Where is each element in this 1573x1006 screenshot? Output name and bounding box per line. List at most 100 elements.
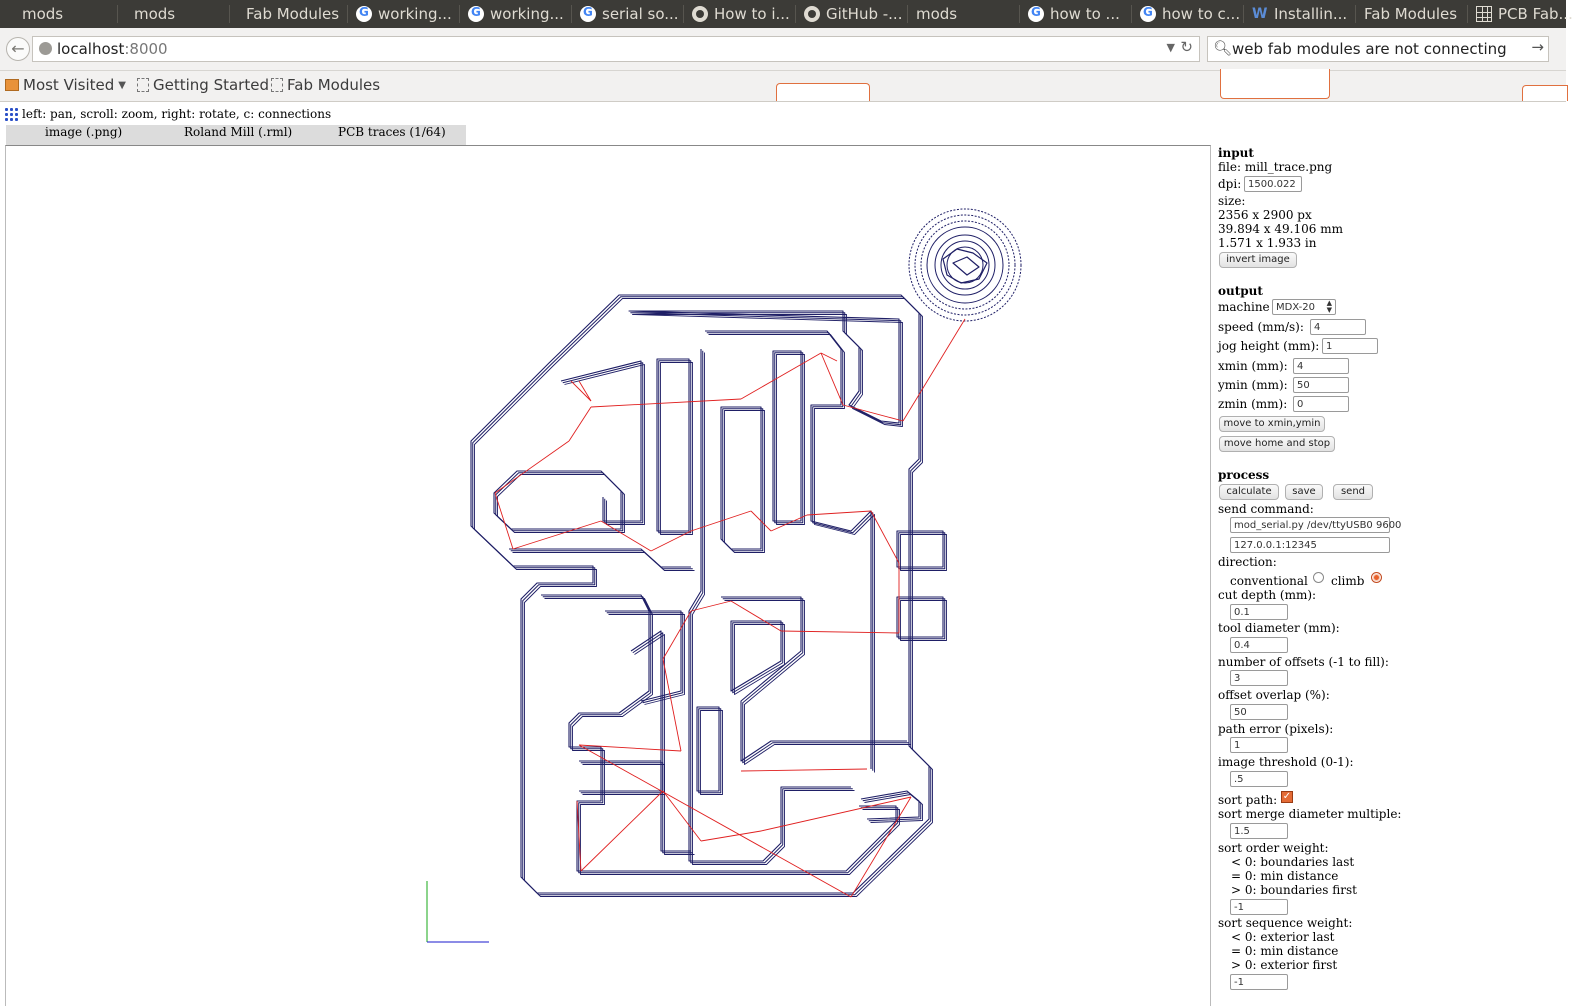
trace-path bbox=[562, 362, 644, 524]
trace-path bbox=[896, 530, 944, 568]
navigation-bar: ← localhost:8000 ▼ ↻ 🔍︎ web fab modules … bbox=[0, 28, 1566, 71]
url-text: localhost:8000 bbox=[57, 40, 168, 58]
google-icon bbox=[356, 5, 372, 22]
menu-pcb-traces[interactable]: PCB traces (1/64) bbox=[338, 125, 446, 139]
back-button[interactable]: ← bbox=[6, 37, 30, 61]
conventional-radio[interactable] bbox=[1313, 572, 1324, 583]
trace-path bbox=[724, 600, 911, 765]
trace-path bbox=[688, 349, 851, 862]
conventional-label: conventional bbox=[1230, 574, 1308, 588]
folder-icon bbox=[5, 79, 19, 91]
toolpath-view[interactable] bbox=[6, 146, 1210, 1006]
search-go-icon[interactable]: → bbox=[1531, 38, 1544, 56]
search-bar[interactable]: 🔍︎ web fab modules are not connecting → bbox=[1207, 36, 1549, 62]
server-input[interactable]: 127.0.0.1:12345 bbox=[1230, 537, 1390, 553]
trace-path bbox=[582, 764, 665, 795]
jog-height-input[interactable]: 1 bbox=[1322, 338, 1378, 354]
trace-path bbox=[732, 622, 784, 694]
rapid-move-line bbox=[740, 352, 822, 400]
bookmark-most-visited[interactable]: Most Visited ▼ bbox=[5, 76, 126, 94]
tool-diameter-input[interactable]: 0.4 bbox=[1230, 637, 1288, 653]
dpi-input[interactable]: 1500.022 bbox=[1244, 176, 1302, 192]
tab-12[interactable]: Fab Modules bbox=[1356, 0, 1468, 28]
tab-0[interactable]: mods bbox=[0, 0, 118, 28]
logo-glyph bbox=[942, 248, 988, 284]
zmin-input[interactable]: 0 bbox=[1293, 396, 1349, 412]
path-error-input[interactable]: 1 bbox=[1230, 737, 1288, 753]
tab-8[interactable]: mods bbox=[908, 0, 1020, 28]
tab-1[interactable]: mods bbox=[118, 0, 230, 28]
url-bar[interactable]: localhost:8000 ▼ ↻ bbox=[32, 36, 1200, 62]
output-heading: output bbox=[1218, 284, 1263, 298]
threshold-input[interactable]: .5 bbox=[1230, 771, 1288, 787]
ymin-input[interactable]: 50 bbox=[1293, 377, 1349, 393]
sequence-weight-input[interactable]: -1 bbox=[1230, 974, 1288, 990]
calculate-button[interactable]: calculate bbox=[1219, 484, 1279, 500]
trace-path bbox=[721, 596, 907, 762]
page-icon bbox=[271, 78, 283, 92]
xmin-input[interactable]: 4 bbox=[1293, 358, 1349, 374]
tab-9[interactable]: how to ... bbox=[1020, 0, 1132, 28]
merge-input[interactable]: 1.5 bbox=[1230, 823, 1288, 839]
offsets-input[interactable]: 3 bbox=[1230, 670, 1288, 686]
rapid-move-line bbox=[750, 510, 772, 532]
tab-10[interactable]: how to c... bbox=[1132, 0, 1244, 28]
rapid-move-line bbox=[700, 830, 762, 842]
machine-select[interactable]: MDX-20▲▼ bbox=[1272, 299, 1336, 315]
trace-path bbox=[564, 364, 645, 525]
sort-path-checkbox[interactable]: ✓ bbox=[1281, 791, 1293, 803]
tab-13[interactable]: PCB Fab... bbox=[1468, 0, 1573, 28]
trace-path bbox=[493, 470, 622, 530]
trace-path bbox=[734, 624, 785, 695]
climb-radio[interactable] bbox=[1371, 572, 1382, 583]
rapid-move-line bbox=[820, 352, 838, 362]
trace-path bbox=[632, 632, 693, 854]
sort-path-label: sort path: bbox=[1218, 793, 1278, 807]
speed-input[interactable]: 4 bbox=[1310, 319, 1366, 335]
rapid-move-line bbox=[820, 352, 844, 406]
tab-4[interactable]: working... bbox=[460, 0, 572, 28]
move-home-button[interactable]: move home and stop bbox=[1219, 436, 1335, 452]
reload-icon[interactable]: ↻ bbox=[1180, 38, 1193, 56]
send-command-input[interactable]: mod_serial.py /dev/ttyUSB0 9600 bbox=[1230, 517, 1401, 533]
order-line: < 0: boundaries last bbox=[1231, 855, 1355, 869]
send-button[interactable]: send bbox=[1333, 484, 1373, 500]
rapid-move-line bbox=[780, 630, 900, 634]
invert-image-button[interactable]: invert image bbox=[1219, 252, 1297, 268]
sequence-weight-label: sort sequence weight: bbox=[1218, 916, 1353, 930]
order-weight-input[interactable]: -1 bbox=[1230, 899, 1288, 915]
logo-ring bbox=[946, 246, 984, 284]
menu-image-png[interactable]: image (.png) bbox=[45, 125, 123, 139]
rapid-move-line bbox=[760, 796, 912, 832]
trace-path bbox=[497, 474, 625, 533]
size-px: 2356 x 2900 px bbox=[1218, 208, 1312, 222]
tab-label: GitHub -... bbox=[826, 5, 903, 23]
move-to-xmin-ymin-button[interactable]: move to xmin,ymin bbox=[1219, 416, 1325, 432]
save-button[interactable]: save bbox=[1285, 484, 1323, 500]
cut-depth-input[interactable]: 0.1 bbox=[1230, 604, 1288, 620]
overlap-input[interactable]: 50 bbox=[1230, 704, 1288, 720]
menu-roland-mill[interactable]: Roland Mill (.rml) bbox=[184, 125, 293, 139]
dropdown-arrow-icon[interactable]: ▼ bbox=[1166, 41, 1175, 54]
tab-7[interactable]: GitHub -... bbox=[796, 0, 908, 28]
trace-path bbox=[864, 794, 923, 823]
bookmark-fab-modules[interactable]: Fab Modules bbox=[271, 76, 380, 94]
search-input[interactable]: web fab modules are not connecting bbox=[1232, 40, 1507, 58]
send-command-label: send command: bbox=[1218, 502, 1314, 516]
trace-path bbox=[898, 532, 946, 570]
rapid-move-line bbox=[806, 510, 872, 516]
sequence-line: = 0: min distance bbox=[1231, 944, 1339, 958]
bookmark-getting-started[interactable]: Getting Started bbox=[137, 76, 269, 94]
tab-5[interactable]: serial so... bbox=[572, 0, 684, 28]
trace-path bbox=[692, 352, 855, 865]
rapid-move-line bbox=[578, 380, 592, 402]
tab-3[interactable]: working... bbox=[348, 0, 460, 28]
logo-ring bbox=[920, 220, 1010, 310]
climb-label: climb bbox=[1331, 574, 1365, 588]
github-icon bbox=[804, 6, 820, 22]
tab-2[interactable]: Fab Modules bbox=[230, 0, 348, 28]
toolpath-canvas[interactable] bbox=[5, 145, 1211, 1006]
tab-label: working... bbox=[378, 5, 452, 23]
tab-6[interactable]: How to i... bbox=[684, 0, 796, 28]
